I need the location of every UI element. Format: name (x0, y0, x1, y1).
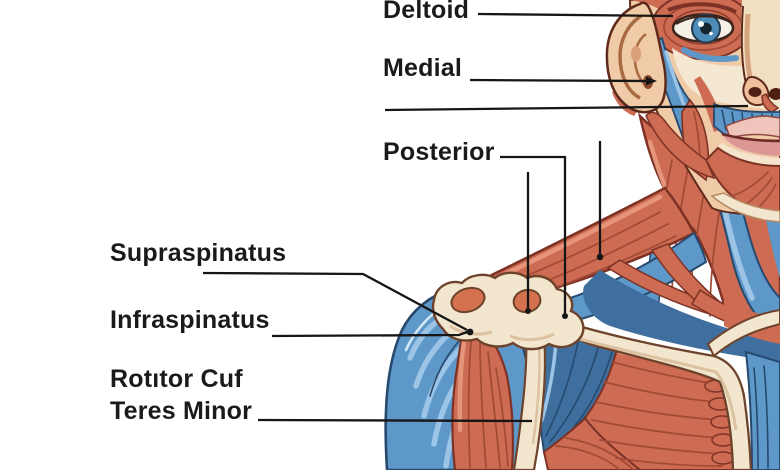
leader-line-infraspinatus (271, 330, 468, 338)
lips (718, 115, 780, 166)
leader-line-posterior (500, 155, 567, 314)
leader-lines (202, 12, 749, 423)
label-infraspinatus: Infraspinatus (110, 306, 270, 334)
nostril (748, 87, 762, 97)
eye (671, 13, 735, 44)
label-medial: Medial (383, 54, 462, 82)
label-rotator-cuff: Rotıtor Cuf (110, 365, 243, 393)
eyebrow (667, 2, 737, 14)
arrowhead-medial (646, 76, 657, 86)
under-eye-blue-band (681, 47, 739, 62)
face (605, 0, 780, 223)
label-deltoid: Deltoid (383, 0, 470, 24)
anterior-deltoid-muscle (744, 350, 780, 470)
leader-line-supraspinatus (202, 271, 468, 332)
label-supraspinatus: Supraspinatus (110, 239, 287, 267)
label-rotator-cuff-block: Rotıtor Cuf Teres Minor (110, 363, 252, 427)
label-teres-minor: Teres Minor (110, 397, 253, 425)
ear (605, 1, 667, 116)
nose (740, 0, 780, 113)
nostril (769, 88, 780, 100)
leader-line-teres-minor (257, 418, 533, 423)
rotator-cuff-muscle (451, 314, 515, 470)
jaw-muscle (645, 111, 716, 180)
leader-line-deltoid (477, 12, 674, 18)
chin-muscle (704, 146, 780, 223)
label-posterior: Posterior (383, 138, 495, 166)
leader-line-medial (469, 78, 647, 83)
leader-line-unlabeled (384, 104, 749, 112)
